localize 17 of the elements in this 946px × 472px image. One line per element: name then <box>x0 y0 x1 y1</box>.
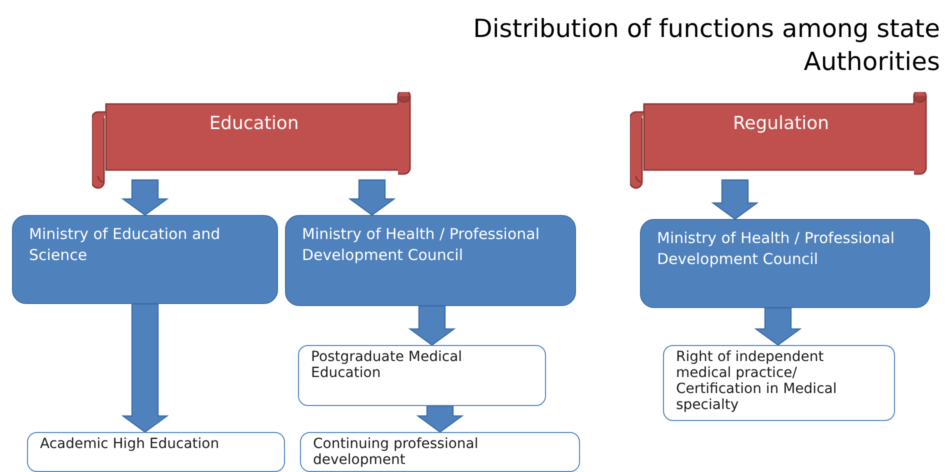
authority-box: Ministry of Health / Professional Development Council <box>285 215 576 306</box>
block-arrow <box>121 303 169 433</box>
diagram-title: Distribution of functions among state Authorities <box>472 13 940 78</box>
banner-label: Regulation <box>732 112 830 136</box>
block-arrow <box>121 179 169 216</box>
block-arrow <box>408 305 456 346</box>
block-arrow <box>416 405 464 433</box>
block-arrow <box>348 179 396 216</box>
function-box: Academic High Education <box>27 432 285 472</box>
function-box: Continuing professional development <box>300 432 580 472</box>
block-arrow <box>754 307 802 346</box>
banner-label: Education <box>208 112 300 136</box>
block-arrow <box>711 179 759 220</box>
function-box: Postgraduate Medical Education <box>298 345 546 406</box>
function-box: Right of independent medical practice/ Certification in Medical specialty <box>663 345 895 421</box>
authority-box: Ministry of Education and Science <box>12 215 278 304</box>
authority-box: Ministry of Health / Professional Development Council <box>640 219 930 308</box>
